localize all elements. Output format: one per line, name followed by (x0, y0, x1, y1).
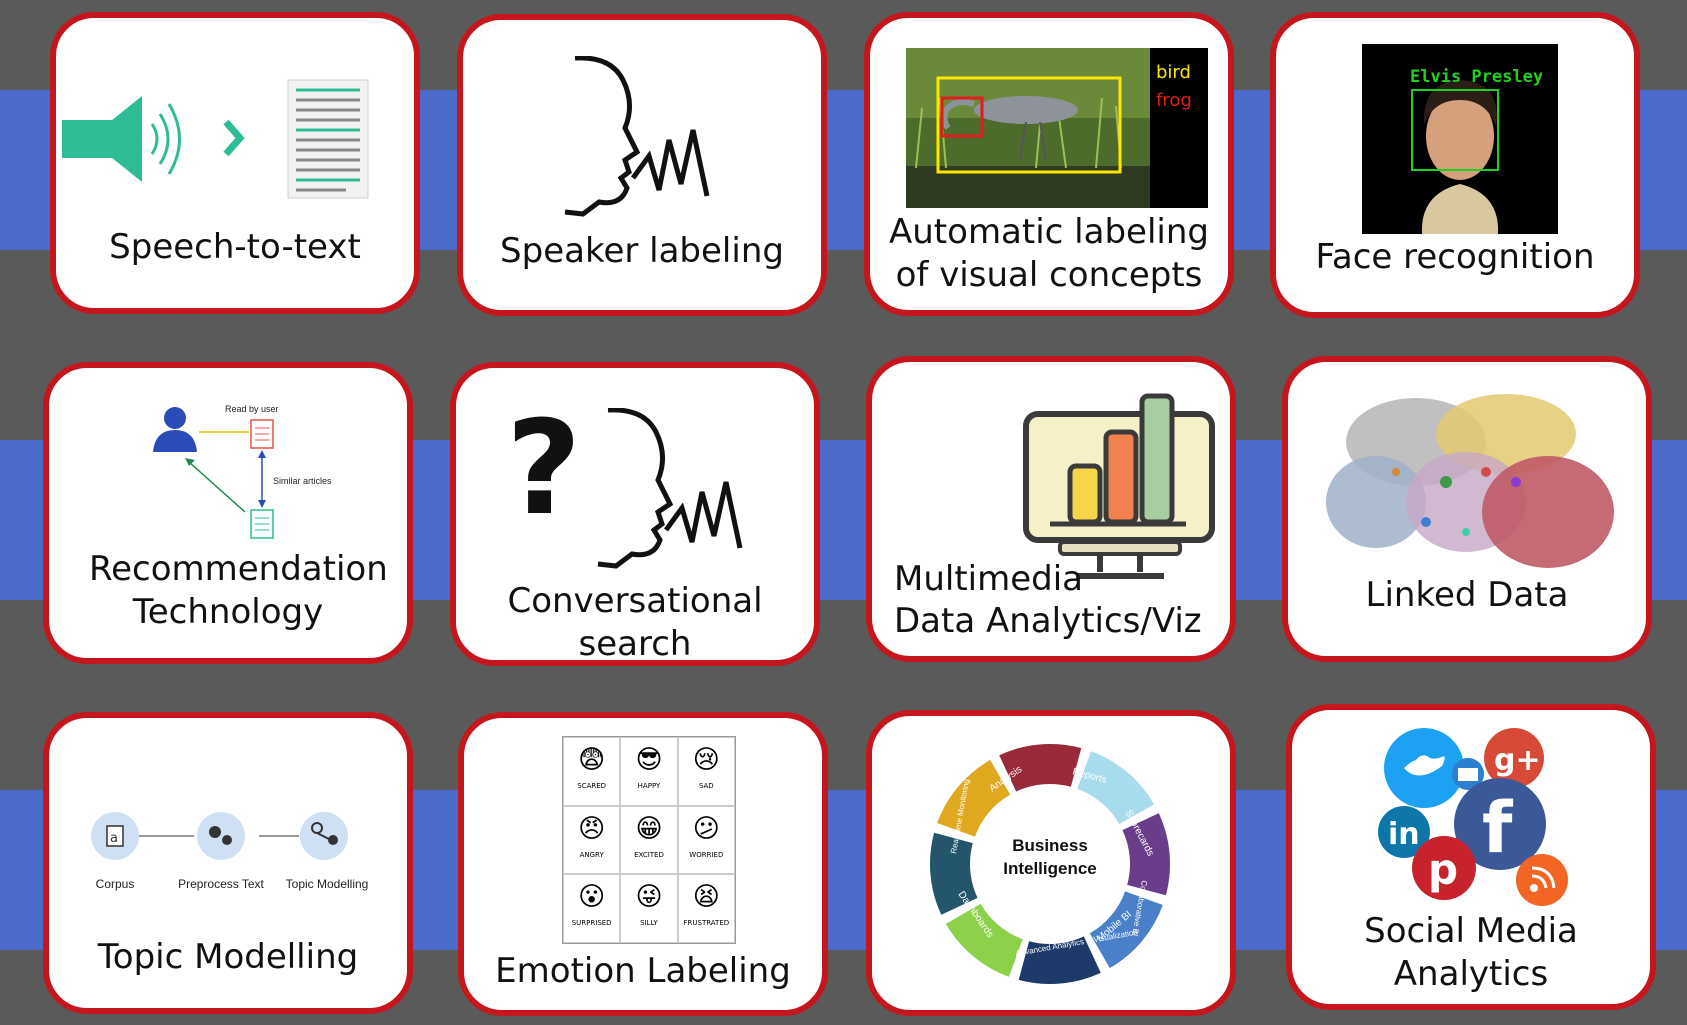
preprocess-node-label: Preprocess Text (178, 877, 264, 891)
bi-cycle-diagram: Reports Scorecards Collaborative BI Mobi… (930, 744, 1170, 984)
topic-workflow-diagram: a Corpus Preprocess Text Topic Modelling (91, 812, 369, 891)
frog-tag: frog (1156, 90, 1192, 111)
pinterest-icon: p (1428, 845, 1458, 894)
tile-conversational-search[interactable]: ? Conversational search (450, 362, 820, 666)
name-tag: Elvis Presley (1410, 67, 1543, 87)
bird-tag: bird (1156, 62, 1191, 83)
speaker-to-document-icon (62, 79, 369, 199)
tile-label: Emotion Labeling (495, 951, 791, 991)
tile-emotion-labeling[interactable]: 😨SCARED 😎HAPPY 😢SAD 😠ANGRY 😁EXCITED 😕WOR… (458, 712, 828, 1016)
tile-label: Recommendation Technology (89, 549, 388, 632)
bi-center-label: Business Intelligence (1003, 836, 1097, 878)
emoji-cell: 😨SCARED (563, 737, 621, 806)
recommendation-diagram: Read by user Similar articles (153, 404, 332, 539)
emoji-cell: 😕WORRIED (677, 805, 735, 875)
similar-articles-text: Similar articles (273, 476, 332, 486)
bird-detection-image: bird frog (906, 48, 1208, 208)
tile-social-media[interactable]: g+ in f p Social Media Analytics (1286, 704, 1656, 1010)
emoji-cell: 😮SURPRISED (563, 874, 621, 943)
emotion-grid: 😨SCARED 😎HAPPY 😢SAD 😠ANGRY 😁EXCITED 😕WOR… (562, 736, 736, 944)
tile-label-line1: Multimedia (894, 559, 1084, 599)
tile-label: Speech-to-text (109, 227, 361, 267)
social-icons-cluster: g+ in f p (1378, 728, 1568, 906)
emoji-cell: 😠ANGRY (563, 805, 621, 875)
facebook-icon: f (1482, 787, 1514, 869)
tile-label: Automatic labeling of visual concepts (889, 212, 1209, 295)
tile-topic-modelling[interactable]: a Corpus Preprocess Text Topic Modelling… (43, 712, 413, 1014)
read-by-user-text: Read by user (225, 404, 279, 414)
gplus-icon: g+ (1494, 743, 1541, 778)
emoji-cell: 😁EXCITED (620, 805, 678, 875)
emoji-cell: 😫FRUSTRATED (677, 874, 735, 943)
emoji-cell: 😜SILLY (620, 874, 678, 943)
tile-label: Conversational search (507, 581, 763, 664)
topic-node-label: Topic Modelling (286, 877, 369, 891)
tile-label: Linked Data (1365, 575, 1569, 615)
linkedin-icon: in (1388, 817, 1420, 852)
tile-business-intelligence[interactable]: Reports Scorecards Collaborative BI Mobi… (866, 710, 1236, 1016)
speaking-head-icon (597, 408, 743, 569)
face-detection-image: Elvis Presley (1362, 44, 1558, 234)
linked-data-cloud-image (1326, 394, 1614, 568)
speaking-head-icon (564, 56, 710, 217)
tile-speaker-labeling[interactable]: Speaker labeling (457, 14, 827, 316)
tile-label-line2: Data Analytics/Viz (894, 601, 1202, 641)
corpus-node-label: Corpus (96, 877, 135, 891)
tile-face-recognition[interactable]: Elvis Presley Face recognition (1270, 12, 1640, 318)
tile-recommendation[interactable]: Read by user Similar articles Recommenda… (43, 362, 413, 664)
tile-label: Face recognition (1315, 237, 1595, 277)
tile-speech-to-text[interactable]: Speech-to-text (50, 12, 420, 314)
emoji-cell: 😎HAPPY (620, 737, 678, 806)
question-mark-icon: ? (506, 392, 582, 544)
tile-label: Social Media Analytics (1364, 911, 1578, 994)
svg-text:a: a (110, 831, 118, 846)
tile-label: Topic Modelling (97, 937, 359, 977)
monitor-bar-chart-icon (1023, 393, 1215, 579)
tile-label: Speaker labeling (500, 231, 784, 271)
emoji-cell: 😢SAD (677, 737, 735, 806)
tile-multimedia-analytics[interactable]: Multimedia Data Analytics/Viz (866, 356, 1236, 662)
tile-linked-data[interactable]: Linked Data (1282, 356, 1652, 662)
tile-automatic-labeling[interactable]: bird frog Automatic labeling of visual c… (864, 12, 1234, 316)
